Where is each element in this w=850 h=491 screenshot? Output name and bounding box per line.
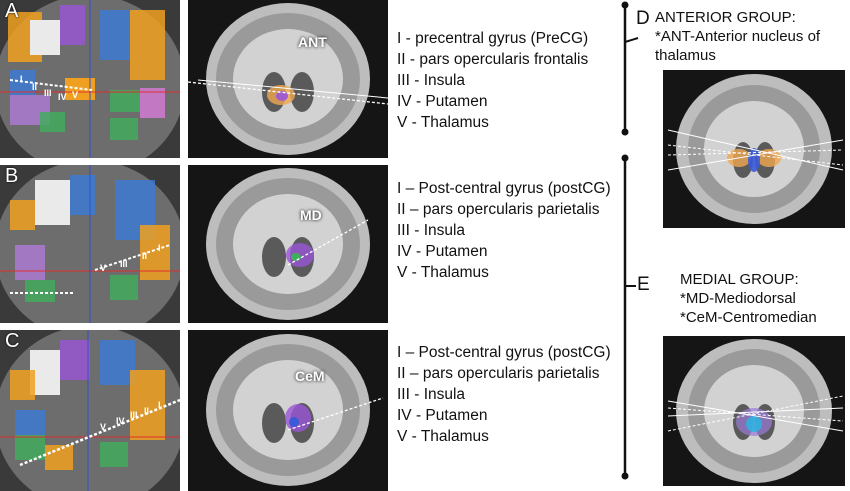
region-item: II – pars opercularis parietalis xyxy=(397,201,600,218)
group-letter-e: E xyxy=(637,274,650,295)
numeral-label: I xyxy=(20,74,23,84)
region-item: V - Thalamus xyxy=(397,264,489,281)
region-item: II – pars opercularis parietalis xyxy=(397,365,600,382)
numeral-label: III xyxy=(44,88,52,98)
numeral-label: III xyxy=(130,410,138,420)
region-list-b: I – Post-central gyrus (postCG) II – par… xyxy=(397,178,611,283)
numeral-label: V xyxy=(100,422,107,432)
region-item: III - Insula xyxy=(397,72,466,89)
axial-brain-image-c: CeM xyxy=(188,330,388,491)
nucleus-label-ant: ANT xyxy=(298,34,327,50)
region-item: IV - Putamen xyxy=(397,93,488,110)
medial-group-brain-image xyxy=(663,336,845,486)
group-line: thalamus xyxy=(655,47,716,64)
group-title: ANTERIOR GROUP: xyxy=(655,9,796,26)
numeral-label: II xyxy=(142,251,148,261)
group-line: *ANT-Anterior nucleus of xyxy=(655,28,821,45)
bracket-medial-group xyxy=(621,154,636,480)
numeral-label: II xyxy=(32,82,38,92)
bracket-anterior-group xyxy=(621,1,639,136)
coronal-atlas-image-b: B V III II I xyxy=(0,165,180,323)
region-item: III - Insula xyxy=(397,386,466,403)
nucleus-label-md: MD xyxy=(300,207,322,223)
coronal-atlas-image-c: C V IV III II I xyxy=(0,330,180,491)
numeral-label: I xyxy=(158,243,161,253)
numeral-label: II xyxy=(144,406,150,416)
coronal-atlas-image-a: A I II III IV V xyxy=(0,0,180,158)
group-text-anterior: ANTERIOR GROUP: *ANT-Anterior nucleus of… xyxy=(655,8,820,65)
region-item: II - pars opercularis frontalis xyxy=(397,51,589,68)
region-item: V - Thalamus xyxy=(397,428,489,445)
group-line: *CeM-Centromedian xyxy=(680,309,817,326)
region-list-a: I - precentral gyrus (PreCG) II - pars o… xyxy=(397,28,588,133)
region-item: I – Post-central gyrus (postCG) xyxy=(397,344,611,361)
nucleus-label-cem: CeM xyxy=(295,368,325,384)
group-letter-d: D xyxy=(636,8,650,29)
numeral-label: V xyxy=(100,263,107,273)
region-item: I - precentral gyrus (PreCG) xyxy=(397,30,589,47)
anterior-group-brain-image xyxy=(663,70,845,228)
region-list-c: I – Post-central gyrus (postCG) II – par… xyxy=(397,342,611,447)
numeral-label: V xyxy=(72,90,79,100)
axial-brain-image-b: MD xyxy=(188,165,388,323)
axial-brain-image-a: ANT xyxy=(188,0,388,158)
panel-label-b: B xyxy=(5,165,19,187)
region-item: III - Insula xyxy=(397,222,466,239)
panel-label-a: A xyxy=(5,0,19,22)
group-title: MEDIAL GROUP: xyxy=(680,271,799,288)
numeral-label: I xyxy=(158,400,161,410)
numeral-label: III xyxy=(120,259,128,269)
panel-label-c: C xyxy=(5,330,20,352)
region-item: IV - Putamen xyxy=(397,243,488,260)
group-text-medial: MEDIAL GROUP: *MD-Mediodorsal *CeM-Centr… xyxy=(680,270,817,327)
region-item: I – Post-central gyrus (postCG) xyxy=(397,180,611,197)
numeral-label: IV xyxy=(58,92,67,102)
region-item: V - Thalamus xyxy=(397,114,489,131)
region-item: IV - Putamen xyxy=(397,407,488,424)
group-line: *MD-Mediodorsal xyxy=(680,290,796,307)
numeral-label: IV xyxy=(116,416,125,426)
